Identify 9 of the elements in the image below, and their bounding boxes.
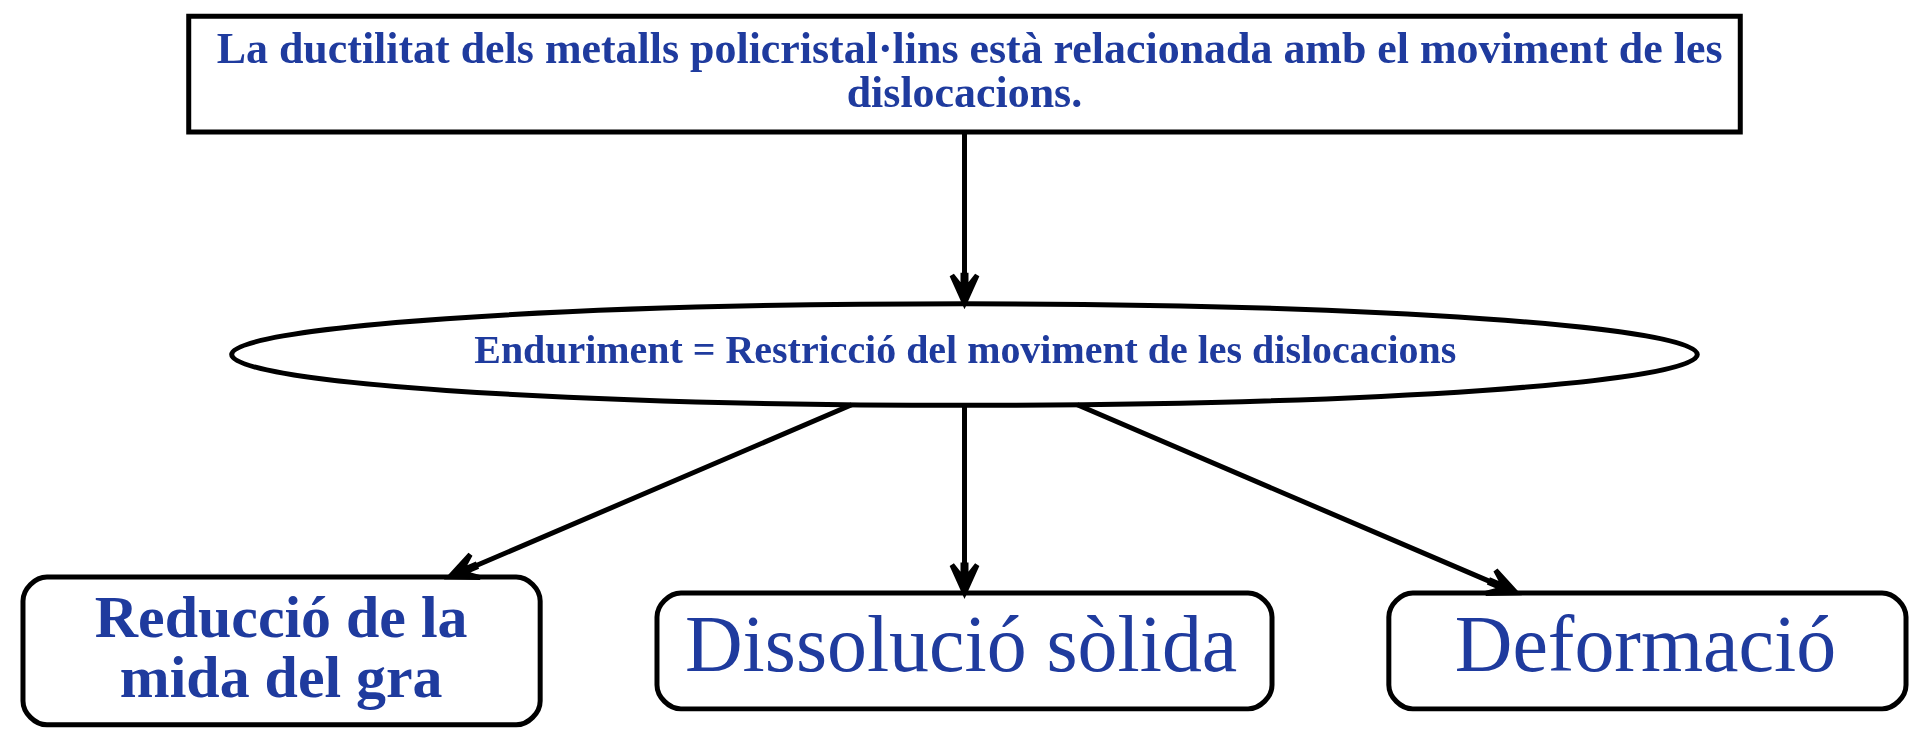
arrow (1076, 402, 1519, 596)
node-box: Deformació (1386, 590, 1909, 712)
node-box: Dissolució sòlida (654, 590, 1275, 712)
node-ellipse: Enduriment = Restricció del moviment de les dislocacions (229, 301, 1700, 408)
arrow (949, 132, 980, 306)
arrow (447, 402, 853, 581)
node-box: La ductilitat dels metalls policristal·lins està relacionada amb el moviment de les dislocacions. (186, 13, 1743, 135)
node-box: Reducció de la mida del gra (20, 574, 543, 728)
arrow (949, 405, 980, 596)
